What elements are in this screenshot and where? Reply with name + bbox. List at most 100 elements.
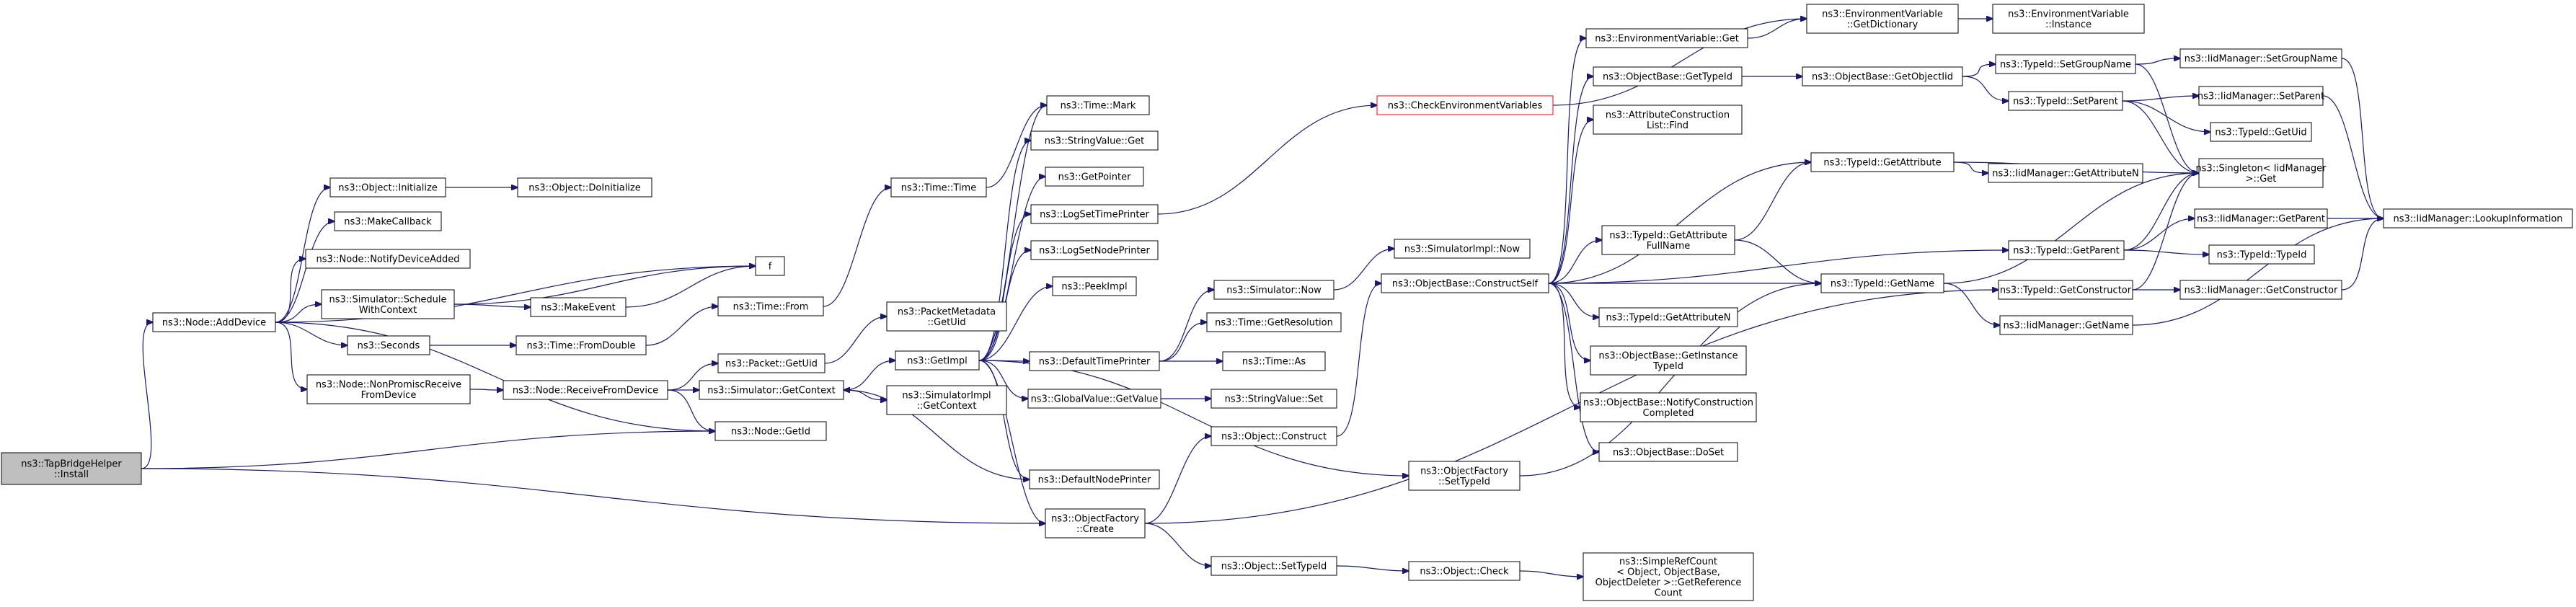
- node-obj-init[interactable]: ns3::Object::Initialize: [329, 177, 446, 198]
- node-iid-mgr-get-attr-n[interactable]: ns3::IidManager::GetAttributeN: [1988, 163, 2143, 183]
- node-obj-check[interactable]: ns3::Object::Check: [1408, 561, 1521, 581]
- node-label-line: ns3::CheckEnvironmentVariables: [1388, 101, 1543, 112]
- node-log-set-node[interactable]: ns3::LogSetNodePrinter: [1030, 240, 1159, 260]
- node-str-val-get[interactable]: ns3::StringValue::Get: [1030, 130, 1159, 151]
- node-box: [1585, 28, 1748, 48]
- node-pkt-meta-uid[interactable]: ns3::PacketMetadata::GetUid: [886, 301, 1007, 332]
- node-time-mark[interactable]: ns3::Time::Mark: [1046, 95, 1150, 115]
- node-obj-set-type-id[interactable]: ns3::Object::SetTypeId: [1210, 556, 1337, 576]
- node-label-line: FromDevice: [361, 390, 417, 401]
- node-sim-impl-get-ctx[interactable]: ns3::SimulatorImpl::GetContext: [886, 385, 1007, 415]
- node-label-line: ns3::MakeCallback: [344, 217, 432, 228]
- node-label-line: ns3::Packet::GetUid: [725, 359, 818, 370]
- node-packet-get-uid[interactable]: ns3::Packet::GetUid: [717, 353, 826, 373]
- node-check-env[interactable]: ns3::CheckEnvironmentVariables: [1376, 95, 1554, 115]
- node-iid-mgr-get-name[interactable]: ns3::IidManager::GetName: [1999, 315, 2133, 335]
- node-def-node-printer[interactable]: ns3::DefaultNodePrinter: [1029, 469, 1160, 489]
- node-f[interactable]: f: [755, 256, 785, 276]
- node-str-val-set[interactable]: ns3::StringValue::Set: [1210, 389, 1337, 409]
- node-get-pointer[interactable]: ns3::GetPointer: [1045, 167, 1144, 187]
- node-type-id-get-name[interactable]: ns3::TypeId::GetName: [1820, 273, 1944, 293]
- node-type-id-get-parent[interactable]: ns3::TypeId::GetParent: [2008, 240, 2125, 260]
- node-type-id-get-uid[interactable]: ns3::TypeId::GetUid: [2210, 122, 2312, 142]
- node-iid-mgr-lookup[interactable]: ns3::IidManager::LookupInformation: [2383, 208, 2573, 229]
- node-do-init[interactable]: ns3::Object::DoInitialize: [517, 177, 652, 198]
- node-notify-dev[interactable]: ns3::Node::NotifyDeviceAdded: [305, 249, 471, 269]
- node-time-as[interactable]: ns3::Time::As: [1222, 351, 1326, 371]
- node-env-var-get[interactable]: ns3::EnvironmentVariable::Get: [1585, 28, 1748, 48]
- node-obj-base-notify-constr[interactable]: ns3::ObjectBase::NotifyConstructionCompl…: [1580, 392, 1757, 422]
- edge-type-id-get-name-to-iid-mgr-get-name: [1943, 283, 2000, 325]
- node-box: [321, 289, 455, 319]
- node-iid-mgr-set-parent[interactable]: ns3::IidManager::SetParent: [2197, 86, 2324, 106]
- node-time-from[interactable]: ns3::Time::From: [717, 296, 824, 316]
- node-obj-base-do-set[interactable]: ns3::ObjectBase::DoSet: [1598, 442, 1738, 462]
- node-sim-impl-now[interactable]: ns3::SimulatorImpl::Now: [1394, 239, 1531, 259]
- edge-def-time-printer-to-sim-now: [1159, 290, 1214, 362]
- node-env-var-get-dict[interactable]: ns3::EnvironmentVariable::GetDictionary: [1806, 4, 1959, 34]
- node-type-id-set-parent[interactable]: ns3::TypeId::SetParent: [2008, 91, 2123, 111]
- node-iid-mgr-get-constructor[interactable]: ns3::IidManager::GetConstructor: [2179, 280, 2342, 300]
- node-box: [1598, 307, 1738, 327]
- node-label-line: ns3::Time::From: [733, 302, 809, 313]
- edge-obj-base-construct-self-to-obj-base-get-type-id: [1548, 76, 1593, 284]
- node-sim-get-ctx[interactable]: ns3::Simulator::GetContext: [699, 380, 844, 400]
- node-box: [1376, 95, 1554, 115]
- node-obj-base-construct-self[interactable]: ns3::ObjectBase::ConstructSelf: [1381, 273, 1549, 293]
- node-env-var-instance[interactable]: ns3::EnvironmentVariable::Instance: [1992, 4, 2145, 34]
- node-make-callback[interactable]: ns3::MakeCallback: [334, 211, 442, 231]
- edge-time-time-to-time-mark: [986, 105, 1047, 188]
- node-type-id-type-id[interactable]: ns3::TypeId::TypeId: [2208, 244, 2315, 265]
- node-label-line: TypeId: [1652, 361, 1683, 372]
- node-root[interactable]: ns3::TapBridgeHelper::Install: [1, 452, 142, 485]
- edge-type-id-get-constructor-to-singleton-get: [2132, 173, 2199, 291]
- node-box: [2008, 91, 2123, 111]
- node-glob-val-get[interactable]: ns3::GlobalValue::GetValue: [1027, 389, 1161, 409]
- node-obj-base-get-obj-tid[interactable]: ns3::ObjectBase::GetObjectIid: [1802, 66, 1963, 87]
- node-label-line: ns3::Node::AddDevice: [162, 318, 266, 329]
- node-simple-ref-count[interactable]: ns3::SimpleRefCount< Object, ObjectBase,…: [1583, 552, 1754, 601]
- node-def-time-printer[interactable]: ns3::DefaultTimePrinter: [1029, 351, 1160, 371]
- node-label-line: ns3::TypeId::GetAttribute: [1823, 158, 1941, 169]
- node-label-line: ::SetTypeId: [1438, 477, 1490, 487]
- node-recv-from-dev[interactable]: ns3::Node::ReceiveFromDevice: [503, 380, 668, 400]
- node-seconds[interactable]: ns3::Seconds: [347, 335, 430, 355]
- node-iid-mgr-set-group-name[interactable]: ns3::IidManager::SetGroupName: [2179, 48, 2342, 68]
- node-sim-now[interactable]: ns3::Simulator::Now: [1213, 280, 1335, 300]
- node-type-id-get-attr[interactable]: ns3::TypeId::GetAttribute: [1810, 152, 1955, 172]
- node-type-id-set-group-name[interactable]: ns3::TypeId::SetGroupName: [1995, 54, 2136, 74]
- node-node-get-id[interactable]: ns3::Node::GetId: [714, 421, 827, 441]
- edge-obj-construct-to-obj-base-construct-self: [1336, 283, 1381, 437]
- node-make-event[interactable]: ns3::MakeEvent: [530, 297, 627, 317]
- node-get-impl[interactable]: ns3::GetImpl: [895, 350, 980, 371]
- node-label-line: ns3::Object::Initialize: [338, 183, 438, 194]
- node-obj-fact-create[interactable]: ns3::ObjectFactory::Create: [1045, 508, 1146, 539]
- node-box: [1995, 54, 2136, 74]
- node-box: [1029, 351, 1160, 371]
- node-add-device[interactable]: ns3::Node::AddDevice: [152, 312, 276, 332]
- node-singleton-get[interactable]: ns3::Singleton< IidManager>::Get: [2195, 158, 2327, 188]
- node-log-set-time[interactable]: ns3::LogSetTimePrinter: [1030, 204, 1159, 224]
- node-time-from-double[interactable]: ns3::Time::FromDouble: [515, 335, 647, 355]
- node-label-line: ns3::Time::FromDouble: [527, 341, 636, 352]
- node-box: [755, 256, 785, 276]
- node-peek-impl[interactable]: ns3::PeekImpl: [1052, 276, 1137, 296]
- node-time-get-res[interactable]: ns3::Time::GetResolution: [1206, 312, 1342, 332]
- node-box: [1408, 561, 1521, 581]
- node-iid-mgr-get-parent[interactable]: ns3::IidManager::GetParent: [2194, 208, 2328, 229]
- node-type-id-get-attr-n[interactable]: ns3::TypeId::GetAttributeN: [1598, 307, 1738, 327]
- node-obj-construct[interactable]: ns3::Object::Construct: [1210, 426, 1337, 446]
- node-obj-fact-set-type-id[interactable]: ns3::ObjectFactory::SetTypeId: [1408, 461, 1521, 491]
- node-obj-base-get-type-id[interactable]: ns3::ObjectBase::GetTypeId: [1593, 66, 1743, 87]
- node-time-time[interactable]: ns3::Time::Time: [890, 177, 987, 198]
- node-label-line: ns3::Node::NonPromiscReceive: [316, 379, 461, 390]
- node-box: [895, 350, 980, 371]
- node-type-id-get-constructor[interactable]: ns3::TypeId::GetConstructor: [1998, 280, 2133, 300]
- node-label-line: ns3::IidManager::GetConstructor: [2185, 285, 2338, 296]
- node-label-line: ns3::TypeId::SetGroupName: [2000, 60, 2131, 71]
